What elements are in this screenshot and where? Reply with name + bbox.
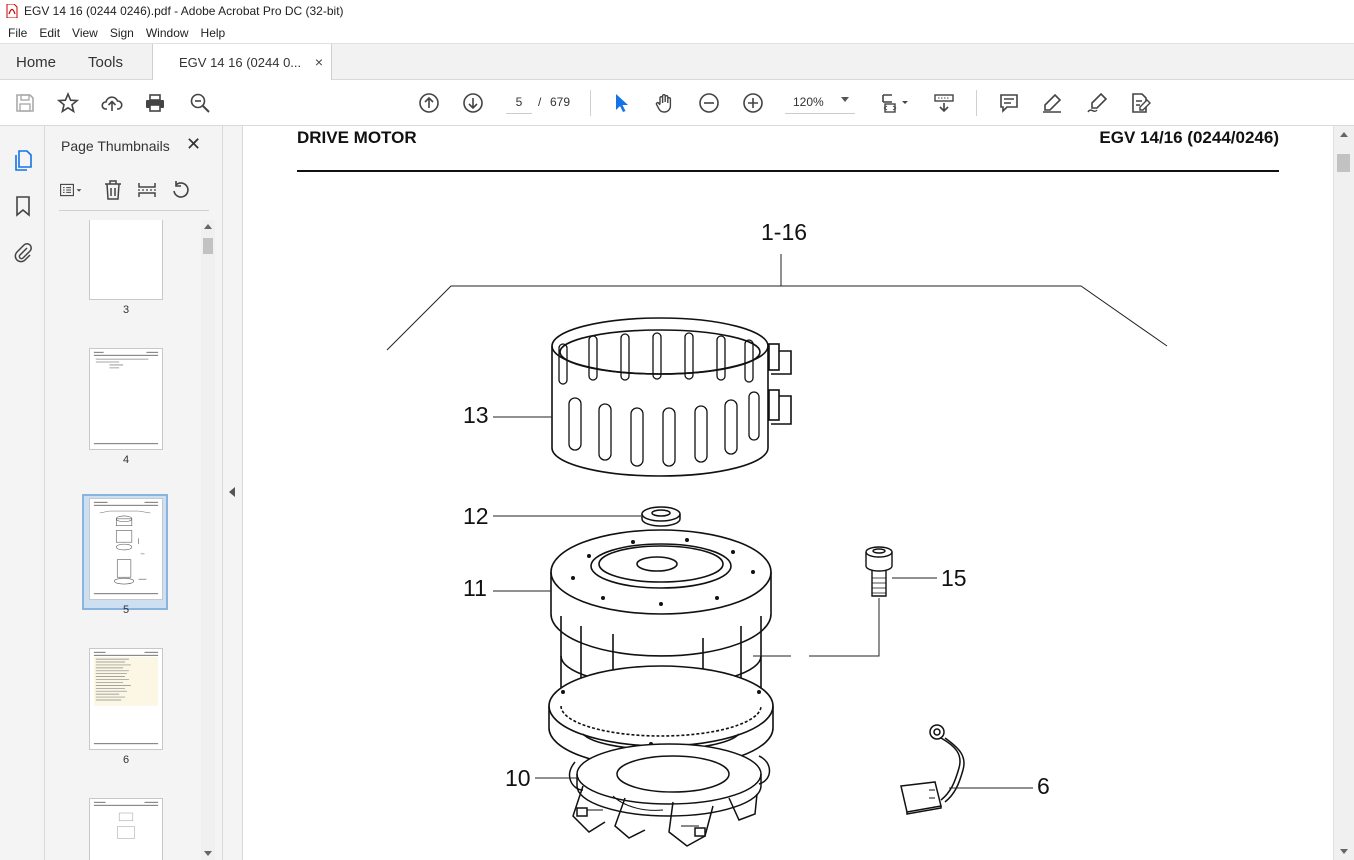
attachments-paperclip-icon[interactable] <box>11 240 35 264</box>
upload-cloud-icon[interactable] <box>100 91 124 115</box>
page-separator: / <box>538 95 542 109</box>
edit-document-icon[interactable] <box>1128 91 1152 115</box>
menu-help[interactable]: Help <box>200 25 226 40</box>
panel-title: Page Thumbnails <box>61 138 170 154</box>
thumbnail-tools <box>59 178 203 202</box>
toolbar-divider <box>976 90 977 116</box>
print-icon[interactable] <box>143 91 167 115</box>
title-bar: EGV 14 16 (0244 0246).pdf - Adobe Acroba… <box>0 0 1354 22</box>
section-title: DRIVE MOTOR <box>297 128 417 147</box>
zoom-in-icon[interactable] <box>741 91 765 115</box>
tab-home[interactable]: Home <box>16 53 57 71</box>
part-13-cage <box>551 317 792 477</box>
menu-file[interactable]: File <box>8 25 28 40</box>
part-12-washer <box>641 506 681 527</box>
scroll-down-arrow-icon[interactable] <box>1340 849 1348 854</box>
tab-tools[interactable]: Tools <box>88 53 124 71</box>
window-title: EGV 14 16 (0244 0246).pdf - Adobe Acroba… <box>24 4 344 18</box>
toolbar-divider <box>590 90 591 116</box>
close-panel-icon[interactable]: ✕ <box>186 134 202 154</box>
part-15-bolt <box>865 546 893 597</box>
panel-splitter[interactable] <box>223 126 243 860</box>
highlight-pen-icon[interactable] <box>1040 91 1064 115</box>
total-pages: 679 <box>550 95 571 109</box>
tab-document-label: EGV 14 16 (0244 0... <box>179 55 302 70</box>
comment-icon[interactable] <box>997 91 1021 115</box>
rotate-page-icon[interactable] <box>169 178 193 202</box>
document-scrollbar[interactable] <box>1333 126 1354 860</box>
hand-pan-icon[interactable] <box>653 91 677 115</box>
thumbnail-label: 3 <box>122 304 130 316</box>
document-view[interactable]: DRIVE MOTOR EGV 14/16 (0244/0246) 1-16 <box>243 126 1333 860</box>
exploded-parts-drawing: 1-16 <box>386 219 1168 847</box>
thumbnail-options-icon[interactable] <box>59 178 83 202</box>
left-navigation-rail <box>0 126 45 860</box>
thumbnail-page-4[interactable]: 4 <box>89 348 163 466</box>
scroll-down-arrow-icon[interactable] <box>204 851 212 856</box>
thumbnail-page-6[interactable]: 6 <box>89 648 163 766</box>
zoom-dropdown[interactable]: 120% <box>785 90 855 114</box>
scrollbar-thumb[interactable] <box>203 238 213 254</box>
callout-assembly: 1-16 <box>761 219 807 245</box>
page-thumbnails-icon[interactable] <box>11 148 35 172</box>
insert-page-icon[interactable] <box>135 178 159 202</box>
model-title: EGV 14/16 (0244/0246) <box>1099 128 1279 147</box>
zoom-out-icon[interactable] <box>697 91 721 115</box>
callout-12: 12 <box>463 503 489 529</box>
tab-document[interactable]: EGV 14 16 (0244 0... × <box>152 44 332 81</box>
delete-pages-icon[interactable] <box>101 178 125 202</box>
thumbnail-image <box>89 798 163 860</box>
menu-sign[interactable]: Sign <box>109 25 134 40</box>
close-tab-icon[interactable]: × <box>314 54 323 70</box>
pdf-file-icon <box>6 4 18 18</box>
menu-view[interactable]: View <box>72 25 98 40</box>
zoom-search-icon[interactable] <box>188 91 212 115</box>
page-fit-icon[interactable] <box>878 91 912 115</box>
thumbnail-image <box>89 220 163 300</box>
callout-6: 6 <box>1037 773 1050 799</box>
thumbnail-image <box>89 648 163 750</box>
collapse-panel-arrow-icon[interactable] <box>229 487 235 497</box>
scroll-up-arrow-icon[interactable] <box>204 224 212 229</box>
thumbnail-image <box>89 348 163 450</box>
current-page-input[interactable] <box>506 90 532 114</box>
thumbnail-label: 4 <box>122 454 130 466</box>
bookmarks-icon[interactable] <box>11 194 35 218</box>
scroll-mode-icon[interactable] <box>932 91 956 115</box>
thumbnail-image <box>89 498 163 600</box>
part-10-brush-ring <box>568 743 771 847</box>
previous-page-icon[interactable] <box>417 91 441 115</box>
scrollbar-thumb[interactable] <box>1337 154 1350 172</box>
select-cursor-icon[interactable] <box>609 91 633 115</box>
chevron-down-icon <box>841 97 849 102</box>
save-icon[interactable] <box>13 91 37 115</box>
tab-bar: Home Tools EGV 14 16 (0244 0... × <box>0 43 1354 81</box>
main-toolbar <box>0 80 1354 126</box>
bookmark-star-icon[interactable] <box>56 91 80 115</box>
zoom-value: 120% <box>793 95 824 109</box>
callout-10: 10 <box>505 765 531 791</box>
callout-11: 11 <box>463 575 487 601</box>
thumbnail-scrollbar[interactable] <box>201 220 215 860</box>
callout-15: 15 <box>941 565 967 591</box>
next-page-icon[interactable] <box>461 91 485 115</box>
draw-pen-icon[interactable] <box>1085 91 1109 115</box>
page-thumbnails-panel: Page Thumbnails ✕ 3 <box>45 126 223 860</box>
menu-bar: File Edit View Sign Window Help <box>0 22 1354 43</box>
thumbnail-label: 6 <box>122 754 130 766</box>
thumbnail-page-7[interactable] <box>89 798 163 860</box>
panel-divider <box>59 210 209 211</box>
thumbnail-page-3[interactable]: 3 <box>89 220 163 316</box>
part-11-housing <box>548 529 774 769</box>
header-rule <box>297 170 1279 172</box>
callout-13: 13 <box>463 402 489 428</box>
menu-window[interactable]: Window <box>145 25 189 40</box>
part-6-cable-plug <box>900 724 965 815</box>
thumbnail-label: 5 <box>122 604 130 616</box>
thumbnail-page-5[interactable]: 5 <box>82 494 168 616</box>
scroll-up-arrow-icon[interactable] <box>1340 132 1348 137</box>
thumbnail-list: 3 4 <box>45 220 203 860</box>
menu-edit[interactable]: Edit <box>39 25 61 40</box>
